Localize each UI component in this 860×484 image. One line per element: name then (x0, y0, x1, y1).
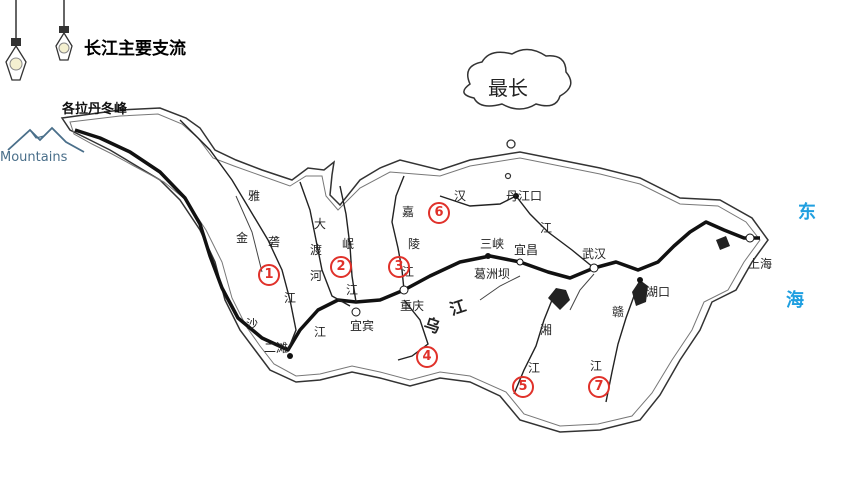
sea-label-1: 东 (798, 202, 816, 223)
taihu-lake (716, 236, 730, 250)
minor-stream-2 (479, 275, 521, 301)
lamp-right-icon (55, 0, 73, 61)
thought-bubble-2 (504, 172, 512, 180)
map-title: 长江主要支流 (84, 39, 186, 59)
sanxia-dot (485, 253, 491, 259)
danjiangkou-dot (513, 193, 519, 199)
marker-4: 4 (416, 346, 438, 368)
min-label-1: 岷 (342, 237, 355, 251)
marker-2: 2 (330, 256, 352, 278)
dadu-label-2: 渡 (310, 243, 323, 257)
marker-7: 7 (588, 376, 610, 398)
place-yichang: 宜昌 (514, 243, 539, 257)
chuanjiang-label: 江 (314, 325, 327, 339)
minor-stream-1 (235, 195, 263, 273)
yibin-dot (351, 307, 361, 317)
poyang-lake (632, 280, 648, 306)
basin-boundary (60, 107, 769, 433)
yichang-dot (516, 258, 524, 266)
gan-label-1: 赣 (612, 305, 625, 319)
place-hukou: 湖口 (646, 285, 671, 299)
jialing-label-1: 嘉 (402, 205, 415, 219)
wu-river (397, 299, 429, 361)
xiang-label-1: 湘 (540, 323, 553, 337)
sea-label-2: 海 (786, 290, 804, 311)
place-sanxia: 三峡 (480, 237, 505, 251)
hukou-dot (637, 277, 643, 283)
minor-stream-3 (569, 273, 595, 311)
yalong-label-1: 雅 (248, 189, 261, 203)
xiang-label-2: 江 (528, 361, 541, 375)
dadu-label-1: 大 (314, 217, 327, 231)
thought-text: 最长 (488, 76, 528, 100)
place-ertan: 二滩 (264, 341, 289, 355)
wuhan-dot (589, 263, 599, 273)
marker-3: 3 (388, 256, 410, 278)
yalong-label-3: 江 (284, 291, 297, 305)
chongqing-dot (399, 285, 409, 295)
dadu-label-3: 河 (310, 269, 323, 283)
dongting-lake (548, 288, 570, 310)
marker-5: 5 (512, 376, 534, 398)
lamp-left-icon (5, 0, 27, 81)
yalong-label-2: 砻 (268, 235, 281, 249)
place-chongqing: 重庆 (400, 299, 425, 313)
mountains-logo-icon (7, 126, 85, 153)
place-yibin: 宜宾 (350, 319, 375, 333)
gan-river (605, 283, 639, 403)
ertan-dot (287, 353, 293, 359)
min-label-2: 江 (346, 283, 359, 297)
marker-1: 1 (258, 264, 280, 286)
place-wuhan: 武汉 (582, 247, 607, 261)
han-label-2: 江 (540, 221, 553, 235)
place-shanghai: 上海 (748, 257, 773, 271)
mountains-logo-text: Mountains (0, 150, 68, 165)
place-danjiangkou: 丹江口 (506, 189, 543, 203)
dadu-river (299, 181, 351, 307)
thought-bubble-1 (506, 139, 516, 149)
han-label-1: 汉 (454, 189, 467, 203)
yalong-river (179, 119, 297, 351)
marker-6: 6 (428, 202, 450, 224)
basin-inner-boundary (69, 113, 761, 427)
jinsha-label-2: 沙 (246, 317, 259, 331)
place-gezhouba: 葛洲坝 (474, 267, 511, 281)
min-river (339, 185, 357, 303)
thought-cloud (463, 48, 572, 110)
peak-label: 各拉丹冬峰 (62, 102, 128, 117)
shanghai-dot (745, 233, 755, 243)
han-river (439, 195, 595, 269)
jialing-label-2: 陵 (408, 237, 421, 251)
jinsha-label-1: 金 (236, 231, 249, 245)
gan-label-2: 江 (590, 359, 603, 373)
